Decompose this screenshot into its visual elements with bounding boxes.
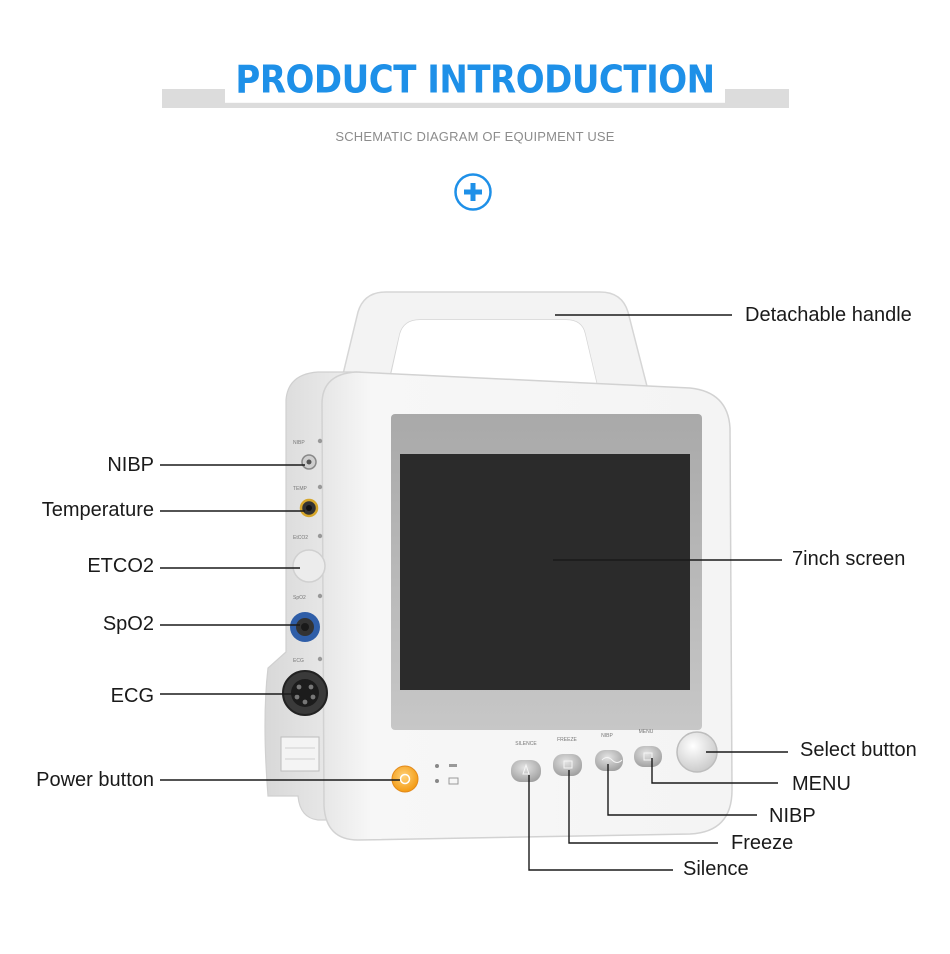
side-ports: NIBP TEMP EtCO2 SpO2 ECG [280, 438, 328, 772]
callout-7inch-screen: 7inch screen [792, 548, 906, 570]
port-label-spo2: SpO2 [293, 595, 306, 601]
callout-power-button: Power button [36, 769, 154, 791]
callout-nibp-port: NIBP [107, 454, 154, 476]
callout-nibp-button: NIBP [769, 805, 816, 827]
plus-circle-icon [454, 173, 492, 211]
port-label-nibp: NIBP [293, 440, 305, 446]
silence-button-label: SILENCE [515, 741, 537, 747]
callout-spo2: SpO2 [102, 613, 154, 635]
display-screen [400, 454, 690, 690]
callout-detachable-handle: Detachable handle [745, 304, 912, 326]
menu-button[interactable] [634, 746, 662, 767]
callout-freeze: Freeze [731, 832, 794, 854]
callout-etco2: ETCO2 [87, 555, 154, 577]
nibp-button[interactable] [595, 750, 623, 771]
page-subtitle: SCHEMATIC DIAGRAM OF EQUIPMENT USE [335, 129, 615, 144]
port-label-etco2: EtCO2 [293, 535, 308, 541]
freeze-button[interactable] [553, 754, 582, 776]
callout-silence: Silence [683, 858, 749, 880]
side-vent [280, 736, 320, 772]
nibp-button-label: NIBP [601, 733, 613, 739]
power-button[interactable] [391, 765, 419, 793]
silence-button[interactable] [511, 760, 541, 782]
callout-menu: MENU [792, 773, 851, 795]
port-label-ecg: ECG [293, 658, 304, 664]
callout-ecg: ECG [110, 685, 154, 707]
callout-temperature: Temperature [41, 499, 154, 521]
callout-select-button: Select button [800, 739, 917, 761]
port-label-temp: TEMP [293, 486, 308, 492]
freeze-button-label: FREEZE [557, 737, 577, 743]
front-button-panel: SILENCE FREEZE NIBP MENU [511, 729, 662, 782]
menu-button-label: MENU [639, 729, 654, 735]
callout-lines [160, 314, 788, 871]
page-title: PRODUCT INTRODUCTION [0, 58, 950, 103]
etco2-port [292, 549, 326, 583]
